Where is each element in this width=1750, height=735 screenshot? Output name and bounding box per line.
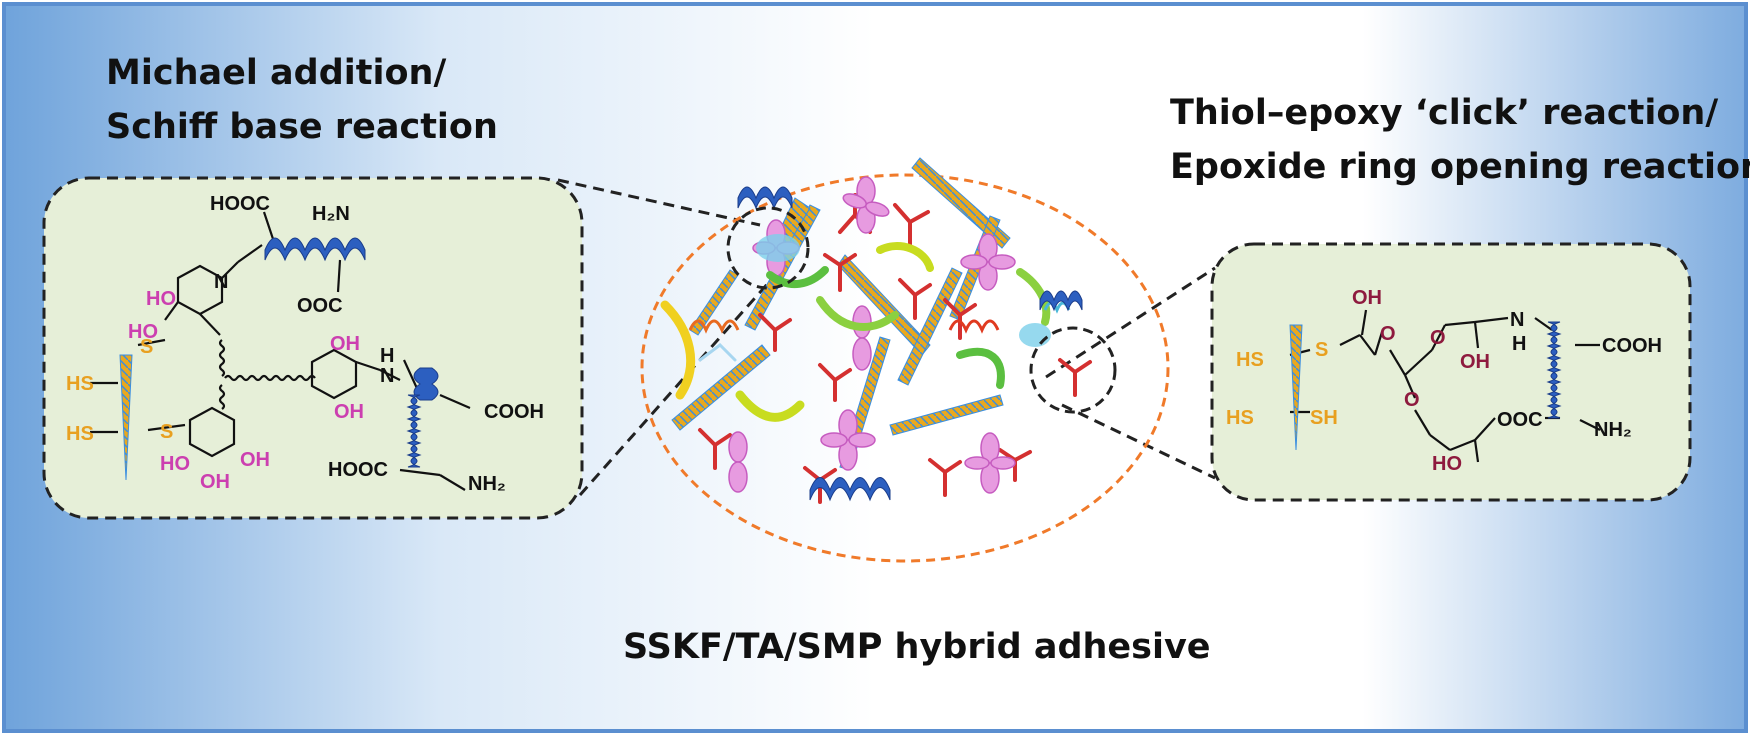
left-oh-4: OH	[334, 401, 364, 423]
left-nh-n: N	[380, 365, 394, 387]
left-h2n: H₂N	[312, 203, 350, 225]
right-cooh: COOH	[1602, 335, 1662, 357]
right-title-line2: Epoxide ring opening reaction	[1170, 147, 1750, 187]
right-ooc: OOC	[1497, 409, 1543, 431]
beta-strands	[660, 242, 1051, 422]
right-panel-structures: HS HS SH S OH O O O OH N H COOH OOC NH₂ …	[1226, 287, 1662, 475]
right-title-line1: Thiol–epoxy ‘click’ reaction/	[1170, 93, 1719, 133]
right-nh-n: N	[1510, 309, 1524, 331]
right-fibroin-strand	[1289, 324, 1303, 451]
left-fibroin-strand	[119, 354, 133, 481]
tannic-acid-units	[698, 193, 1092, 504]
left-hooc-bottom: HOOC	[328, 459, 388, 481]
left-imine-n: N	[214, 271, 228, 293]
left-s-2: S	[160, 421, 173, 443]
right-nh2: NH₂	[1594, 419, 1632, 441]
left-ooc: OOC	[297, 295, 343, 317]
adhesive-network	[660, 157, 1117, 504]
left-oh-bottom: OH	[200, 471, 230, 493]
right-o-2: O	[1430, 327, 1446, 349]
right-ho: HO	[1432, 453, 1462, 475]
left-nh-h: H	[380, 345, 394, 367]
right-hs-2: HS	[1226, 407, 1254, 429]
left-title-line1: Michael addition/	[106, 53, 447, 93]
left-nh2: NH₂	[468, 473, 506, 495]
left-panel-structures: HOOC H₂N N OOC HO HO S S HS HS HO OH OH …	[66, 193, 544, 495]
right-s: S	[1315, 339, 1328, 361]
left-ho-3: HO	[160, 453, 190, 475]
central-helices	[737, 186, 1083, 502]
zoom-circle-left	[726, 206, 810, 290]
right-reaction-panel	[1210, 242, 1692, 502]
left-oh-3: OH	[330, 333, 360, 355]
left-hs-1: HS	[66, 373, 94, 395]
left-cooh: COOH	[484, 401, 544, 423]
left-hooc-top: HOOC	[210, 193, 270, 215]
left-hs-2: HS	[66, 423, 94, 445]
left-labels: HOOC H₂N N OOC HO HO S S HS HS HO OH OH …	[66, 193, 544, 495]
zoom-connectors	[557, 178, 1216, 496]
right-oh-1: OH	[1352, 287, 1382, 309]
right-o-3: O	[1404, 389, 1420, 411]
right-labels: HS HS SH S OH O O O OH N H COOH OOC NH₂ …	[1226, 287, 1662, 475]
right-nh-h: H	[1512, 333, 1526, 355]
left-bonds	[90, 211, 471, 491]
left-title-line2: Schiff base reaction	[106, 107, 498, 147]
hybrid-network-ellipse	[640, 173, 1170, 563]
right-helix	[1546, 321, 1562, 419]
left-reaction-panel	[42, 176, 584, 520]
left-oh-ring: OH	[240, 449, 270, 471]
left-ho-2: HO	[128, 321, 158, 343]
right-sh: SH	[1310, 407, 1338, 429]
left-ho-1: HO	[146, 288, 176, 310]
right-o-1: O	[1380, 323, 1396, 345]
left-helices	[264, 237, 439, 468]
zoom-circle-right	[1029, 326, 1117, 414]
right-oh-2: OH	[1460, 351, 1490, 373]
left-s-1: S	[140, 336, 153, 358]
right-hs-1: HS	[1236, 349, 1264, 371]
figure-caption: SSKF/TA/SMP hybrid adhesive	[623, 627, 1211, 667]
